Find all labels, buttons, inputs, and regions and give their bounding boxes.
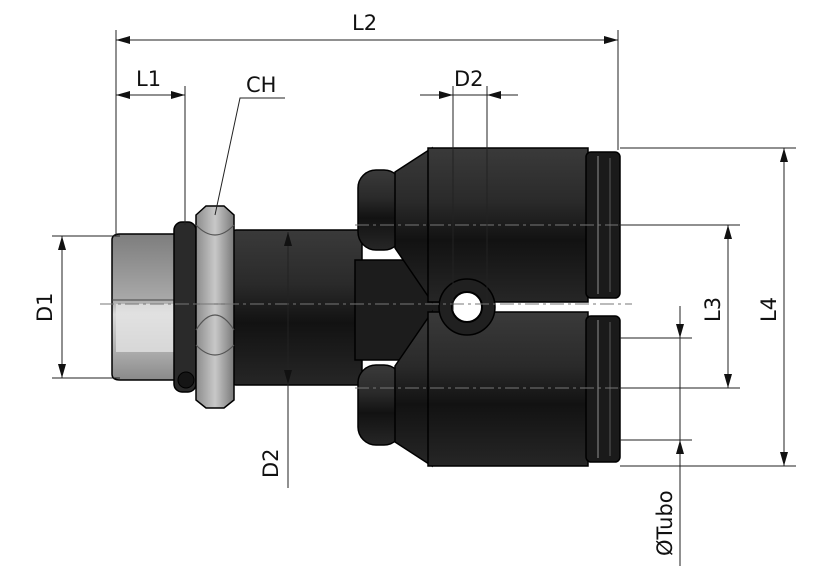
- center-lines: [100, 224, 632, 389]
- dimension-lines: [52, 30, 796, 566]
- label-l4: L4: [757, 297, 781, 322]
- label-l3: L3: [701, 297, 725, 322]
- fitting-body: [111, 146, 621, 468]
- label-d2-bottom: D2: [259, 448, 283, 478]
- label-l2: L2: [352, 11, 377, 35]
- lower-collet: [585, 315, 621, 463]
- label-d2-top: D2: [454, 67, 484, 91]
- label-tube-diameter: ØTubo: [653, 490, 677, 556]
- threaded-end: [111, 233, 179, 381]
- lower-branch: [357, 309, 621, 468]
- dimension-labels: L2 L1 CH D2 D1 D2 L3 L4 ØTubo: [33, 11, 781, 556]
- label-d1: D1: [33, 292, 57, 322]
- label-ch: CH: [246, 73, 276, 97]
- label-l1: L1: [136, 67, 161, 91]
- o-ring: [173, 221, 197, 393]
- main-body: [231, 229, 363, 386]
- hex-nut: [195, 205, 235, 409]
